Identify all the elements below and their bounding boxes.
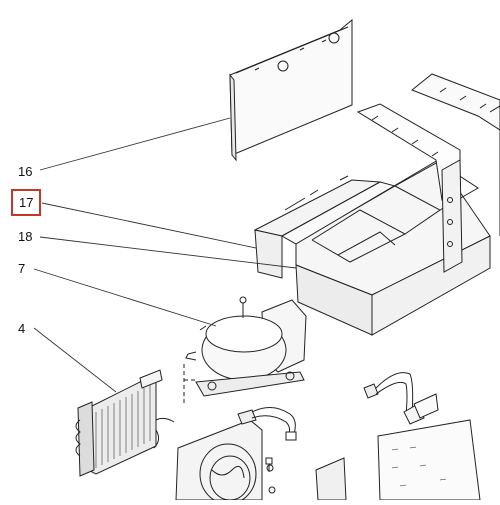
fan-drawing — [175, 419, 276, 505]
leader-line-4 — [33, 327, 117, 393]
leader-lines — [33, 117, 297, 393]
callout-16[interactable]: 16 — [18, 164, 33, 179]
side-panel-drawing — [411, 73, 500, 236]
sensor-wire-drawing — [237, 407, 297, 441]
condenser-drawing — [75, 369, 175, 477]
callout-18[interactable]: 18 — [18, 229, 33, 244]
screw-drawing — [265, 457, 273, 472]
leader-line-18 — [39, 236, 297, 269]
leader-line-16 — [39, 117, 231, 171]
leader-line-17 — [41, 202, 257, 249]
callout-17[interactable]: 17 — [11, 189, 42, 216]
insulation-block-drawing — [253, 175, 397, 279]
bracket-drawing — [356, 103, 463, 273]
leader-line-7 — [33, 268, 217, 327]
callout-4[interactable]: 4 — [18, 321, 26, 336]
top-panel-drawing — [229, 18, 353, 162]
callout-7[interactable]: 7 — [18, 261, 26, 276]
wiring-harness-drawing — [363, 372, 439, 425]
compressor-drawing — [183, 296, 307, 404]
control-board-drawing — [315, 419, 481, 501]
